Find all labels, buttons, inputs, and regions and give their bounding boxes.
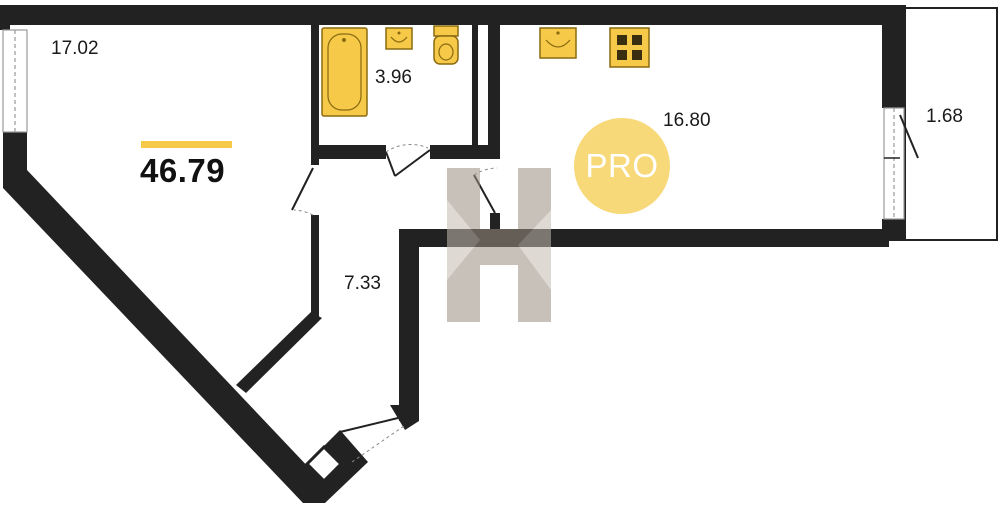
wall-kitchen-left-lower bbox=[490, 213, 500, 233]
sink-icon bbox=[385, 27, 413, 50]
wall-living-bottom-diag bbox=[236, 312, 322, 393]
sink-icon bbox=[539, 27, 577, 59]
total-area-underline bbox=[141, 141, 232, 148]
wall-bath-bottom-right bbox=[430, 145, 500, 159]
wall-kitchen-left bbox=[488, 25, 500, 145]
wall-hallway-right bbox=[399, 229, 419, 421]
door-bath-swing bbox=[385, 143, 429, 153]
wall-diagonal bbox=[3, 170, 330, 503]
wall-hallway-bottom-right bbox=[390, 405, 419, 430]
wall-living-right-lower bbox=[311, 215, 319, 320]
door-bath-leaf2 bbox=[394, 149, 431, 177]
door-entrance-swing bbox=[351, 425, 405, 463]
wall-top bbox=[0, 5, 905, 25]
room-area-kitchen: 16.80 bbox=[663, 110, 711, 131]
total-area: 46.79 bbox=[140, 152, 226, 189]
wall-kitchen-right-upper bbox=[882, 5, 906, 108]
wall-kitchen-right-lower bbox=[882, 219, 906, 241]
room-area-bathroom: 3.96 bbox=[375, 67, 412, 88]
toilet-icon bbox=[433, 25, 459, 65]
wall-left-upper bbox=[0, 5, 10, 30]
bathtub-icon bbox=[321, 27, 368, 117]
pro-badge-text: PRO bbox=[585, 147, 659, 184]
door-entrance-leaf bbox=[339, 417, 399, 433]
door-balcony-leaf bbox=[899, 114, 919, 159]
stove-icon bbox=[609, 27, 650, 68]
room-area-balcony: 1.68 bbox=[926, 106, 963, 127]
door-bath-leaf bbox=[385, 151, 396, 177]
wall-bath-right bbox=[472, 25, 478, 145]
logo-watermark bbox=[447, 168, 551, 322]
room-area-living: 17.02 bbox=[51, 38, 99, 59]
balcony-outline bbox=[904, 7, 998, 241]
room-area-hallway: 7.33 bbox=[344, 273, 381, 294]
door-living-swing bbox=[293, 209, 314, 216]
windows bbox=[2, 29, 905, 220]
vent-shaft bbox=[304, 444, 344, 484]
wall-living-right-upper bbox=[311, 25, 319, 165]
door-living-leaf bbox=[291, 167, 314, 211]
wall-bath-bottom-left bbox=[311, 145, 386, 159]
pro-badge: PRO bbox=[574, 118, 670, 214]
